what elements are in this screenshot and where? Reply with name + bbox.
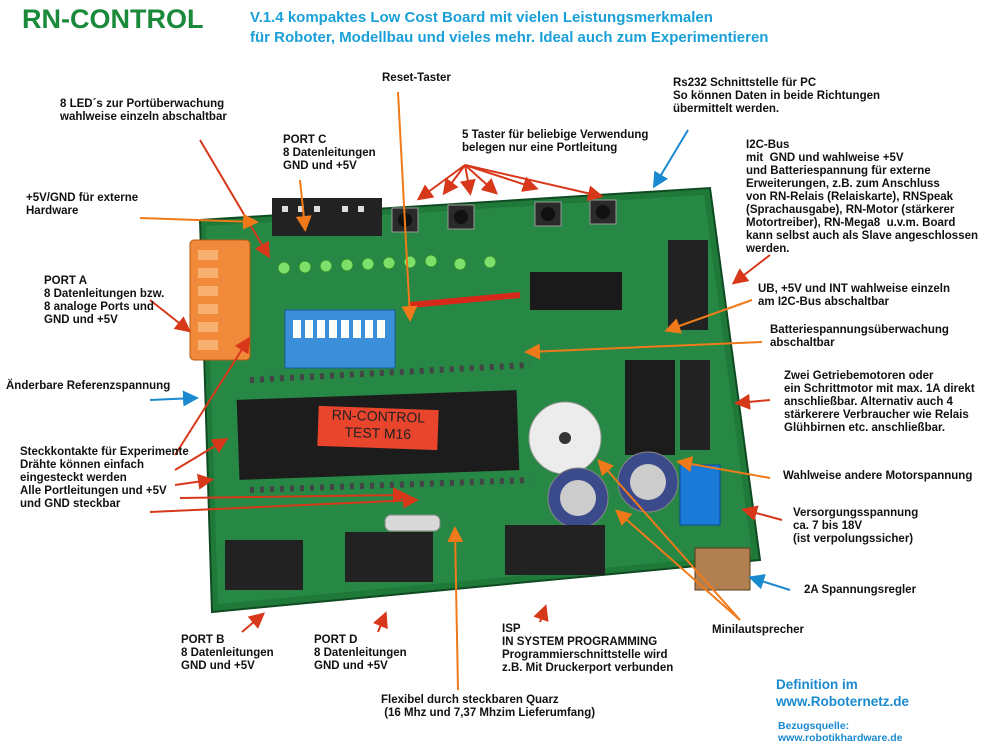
crystal	[384, 514, 441, 532]
voltage-regulator	[694, 547, 751, 591]
port-d-connector	[345, 532, 433, 582]
led-row	[277, 254, 497, 275]
label-quarz: Flexibel durch steckbaren Quarz (16 Mhz …	[381, 694, 596, 719]
motor-terminal	[680, 360, 710, 450]
label-bezugsquelle: Bezugsquelle:www.robotikhardware.de	[778, 720, 903, 744]
label-motor-voltage: Wahlweise andere Motorspannung	[783, 470, 973, 482]
motor-driver-ic	[625, 360, 675, 455]
isp-connector	[505, 525, 605, 575]
i2c-connector	[668, 240, 708, 330]
page-title: RN-CONTROL	[22, 4, 204, 34]
port-c-connector	[272, 198, 382, 236]
max232-ic	[530, 272, 622, 310]
power-terminal	[679, 464, 721, 526]
subtitle-line-2: für Roboter, Modellbau und vieles mehr. …	[250, 29, 769, 46]
chip-label: RN-CONTROL TEST M16	[317, 405, 439, 451]
label-reference-voltage: Änderbare Referenzspannung	[6, 380, 171, 392]
subtitle-line-1: V.1.4 kompaktes Low Cost Board mit viele…	[250, 9, 713, 26]
label-regulator: 2A Spannungsregler	[804, 584, 917, 596]
dip-switch	[284, 309, 396, 369]
label-minilautsprecher: Minilautsprecher	[712, 624, 805, 636]
port-b-connector	[225, 540, 303, 590]
label-reset: Reset-Taster	[382, 72, 451, 84]
